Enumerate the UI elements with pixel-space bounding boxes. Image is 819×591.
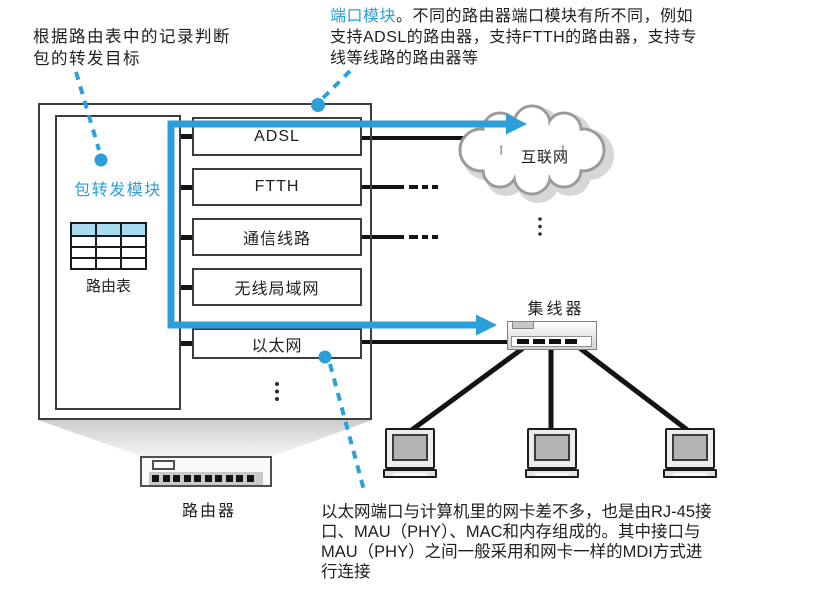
packet-forwarding-module-box [55, 115, 181, 410]
annotation-line: 包的转发目标 [33, 50, 141, 68]
routing-table-header-cell [122, 224, 145, 235]
router-port [215, 475, 222, 482]
monitor-screen [534, 433, 570, 461]
arrowhead-to-internet [506, 113, 527, 135]
hub-port [549, 339, 561, 344]
port-label: 无线局域网 [234, 281, 320, 298]
router-port [183, 475, 191, 482]
hub-fanout-lines [407, 343, 692, 435]
annotation-line: 以太网端口与计算机里的网卡差不多，也是由RJ-45接 [321, 503, 712, 521]
routing-table-cell [97, 259, 120, 268]
annotation-ethernet: 以太网端口与计算机里的网卡差不多，也是由RJ-45接 口、MAU（PHY）、MA… [321, 502, 801, 582]
callout-line-ethernet [328, 363, 367, 495]
routing-table-header-cell [72, 224, 95, 235]
monitor-body [527, 428, 577, 469]
annotation-line: 行连接 [321, 563, 371, 581]
packet-flow-path [167, 120, 506, 329]
port-label: 以太网 [251, 337, 303, 355]
port-label: FTTH [254, 178, 300, 195]
callout-dot-port-module [311, 98, 325, 112]
callout-dashed-lines [74, 69, 367, 495]
router-port [152, 475, 159, 482]
routing-table-cell [72, 248, 95, 257]
routing-table-cell [122, 237, 145, 246]
monitor-body [385, 428, 435, 469]
router-port [204, 475, 212, 482]
router-device-icon [140, 456, 272, 487]
routing-table-cell [72, 237, 95, 246]
hub-label: 集线器 [527, 301, 585, 318]
routing-table-cell [122, 259, 145, 268]
annotation-routing: 根据路由表中的记录判断 包的转发目标 [33, 26, 231, 70]
hub-port [517, 339, 529, 344]
routing-table-icon [70, 222, 147, 270]
annotation-port-module: 端口模块。不同的路由器端口模块有所不同，例如 支持ADSL的路由器，支持FTTH… [330, 6, 800, 69]
router-port [246, 475, 254, 482]
computer-icon [663, 428, 717, 478]
callout-line-port-module [321, 69, 352, 100]
annotation-line: 口、MAU（PHY）、MAC和内存组成的。其中接口与 [321, 523, 701, 541]
hub-tab [512, 321, 534, 329]
internet-label: 互联网 [520, 149, 569, 166]
routing-table-cell [122, 248, 145, 257]
annotation-text: 。不同的路由器端口模块有所不同，例如 [396, 8, 694, 25]
computer-icon [383, 428, 437, 478]
annotation-line: MAU（PHY）之间一般采用和网卡一样的MDI方式进 [321, 543, 703, 561]
chassis-trapezoid [38, 420, 372, 456]
annotation-line: 根据路由表中的记录判断 [33, 28, 231, 46]
monitor-base [663, 469, 717, 478]
router-internal-box [38, 103, 372, 420]
port-box-ethernet: 以太网 [192, 328, 362, 359]
link-lines [360, 136, 510, 344]
port-label: 通信线路 [242, 231, 311, 248]
hub-icon [507, 321, 597, 350]
hub-port [533, 339, 545, 344]
ellipsis-under-ethernet [275, 382, 279, 401]
router-port [162, 475, 170, 482]
routing-table-cell [97, 237, 120, 246]
port-left-stubs [179, 134, 194, 346]
annotation-line: 支持ADSL的路由器，支持FTTH的路由器，支持专 [330, 29, 698, 46]
hub-port [565, 339, 577, 344]
router-port [225, 475, 233, 482]
monitor-base [383, 469, 437, 478]
router-device-label: 路由器 [181, 503, 236, 520]
router-device-ports [149, 472, 263, 485]
annotation-line: 端口模块。不同的路由器端口模块有所不同，例如 [330, 6, 800, 27]
ellipsis-under-cloud [538, 217, 542, 236]
router-device-tab [152, 460, 175, 470]
annotation-port-title: 端口模块 [330, 8, 397, 25]
callout-line-routing [74, 71, 101, 151]
router-port [236, 475, 243, 482]
monitor-screen [672, 433, 708, 461]
port-box-ftth: FTTH [192, 168, 362, 206]
routing-table-cell [72, 259, 95, 268]
monitor-screen [392, 433, 428, 461]
port-label: ADSL [254, 127, 300, 145]
port-box-wlan: 无线局域网 [192, 268, 362, 306]
monitor-body [665, 428, 715, 469]
routing-table-label: 路由表 [85, 278, 131, 295]
computer-icon [525, 428, 579, 478]
arrowhead-to-hub [476, 314, 497, 336]
monitor-base [525, 469, 579, 478]
routing-table-header-cell [97, 224, 120, 235]
router-port [173, 475, 180, 482]
annotation-line: 线等线路的路由器等 [330, 50, 479, 67]
routing-table-cell [97, 248, 120, 257]
callout-dot-routing [94, 153, 108, 167]
hub-ports [511, 336, 592, 347]
callout-dots [94, 98, 332, 364]
callout-dot-ethernet [318, 350, 332, 364]
port-box-line: 通信线路 [192, 218, 362, 256]
packet-forwarding-module-label: 包转发模块 [74, 182, 162, 199]
router-port [194, 475, 201, 482]
